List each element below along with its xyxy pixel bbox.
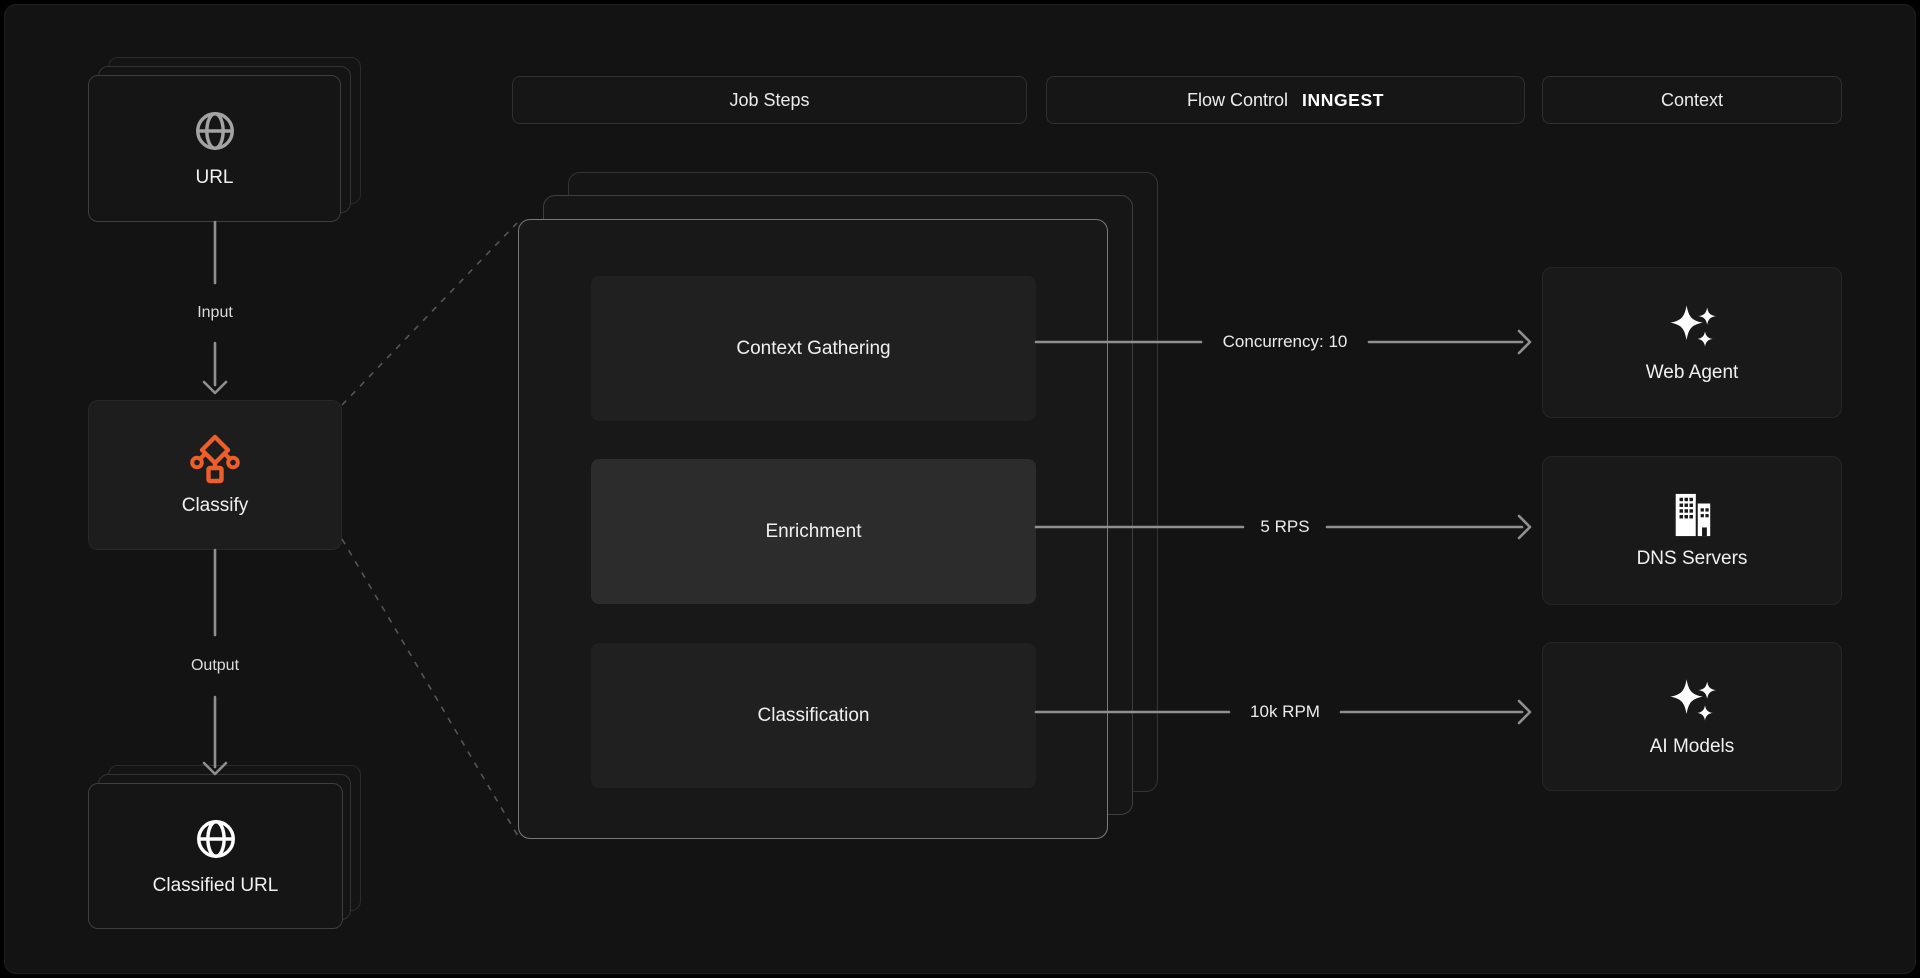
output-arrow-label: Output [190, 657, 240, 674]
flow-control-rpm-label: 10k RPM [1250, 702, 1320, 721]
step-enrichment: Enrichment [591, 459, 1036, 604]
sparkles-icon [1670, 304, 1716, 346]
arrow-right-icon [1517, 699, 1532, 725]
header-flow-control: Flow Control INNGEST [1046, 76, 1525, 124]
globe-icon [196, 819, 235, 858]
header-job-steps: Job Steps [512, 76, 1027, 124]
input-arrow-label: Input [197, 304, 233, 321]
expand-dashed-line [341, 538, 519, 837]
dns-servers-label: DNS Servers [1636, 547, 1748, 569]
arrow-down-icon [202, 380, 228, 395]
header-context: Context [1542, 76, 1842, 124]
dns-servers-card: DNS Servers [1542, 456, 1842, 605]
header-context-label: Context [1660, 89, 1724, 110]
flow-control-concurrency-label: Concurrency: 10 [1222, 332, 1348, 351]
header-job-steps-label: Job Steps [729, 89, 810, 110]
step-label: Classification [757, 704, 870, 726]
arrow-right-icon [1517, 514, 1532, 540]
diagram-canvas: Job Steps Flow Control INNGEST Context U… [4, 4, 1916, 974]
sparkles-icon [1670, 678, 1716, 720]
header-flow-control-label: Flow Control [1186, 89, 1289, 110]
inngest-logo: INNGEST [1302, 89, 1384, 110]
arrow-right-icon [1517, 329, 1532, 355]
url-card-label: URL [195, 167, 234, 188]
step-label: Context Gathering [736, 337, 891, 359]
flow-control-rps-label: 5 RPS [1260, 517, 1310, 536]
classified-url-card-label: Classified URL [152, 874, 279, 896]
classify-card: Classify [88, 400, 342, 550]
web-agent-label: Web Agent [1645, 361, 1739, 383]
classify-card-label: Classify [181, 495, 249, 516]
step-classification: Classification [591, 643, 1036, 788]
ai-models-card: AI Models [1542, 642, 1842, 791]
classified-url-card: Classified URL [88, 783, 343, 929]
expand-dashed-line [341, 222, 518, 406]
step-label: Enrichment [765, 520, 862, 542]
ai-models-label: AI Models [1649, 735, 1735, 757]
classify-tree-icon [190, 434, 240, 484]
web-agent-card: Web Agent [1542, 267, 1842, 418]
url-card: URL [88, 75, 341, 222]
buildings-icon [1675, 493, 1711, 536]
globe-icon [195, 112, 234, 150]
job-panel: Context Gathering Enrichment Classificat… [518, 219, 1108, 839]
step-context-gathering: Context Gathering [591, 276, 1036, 421]
